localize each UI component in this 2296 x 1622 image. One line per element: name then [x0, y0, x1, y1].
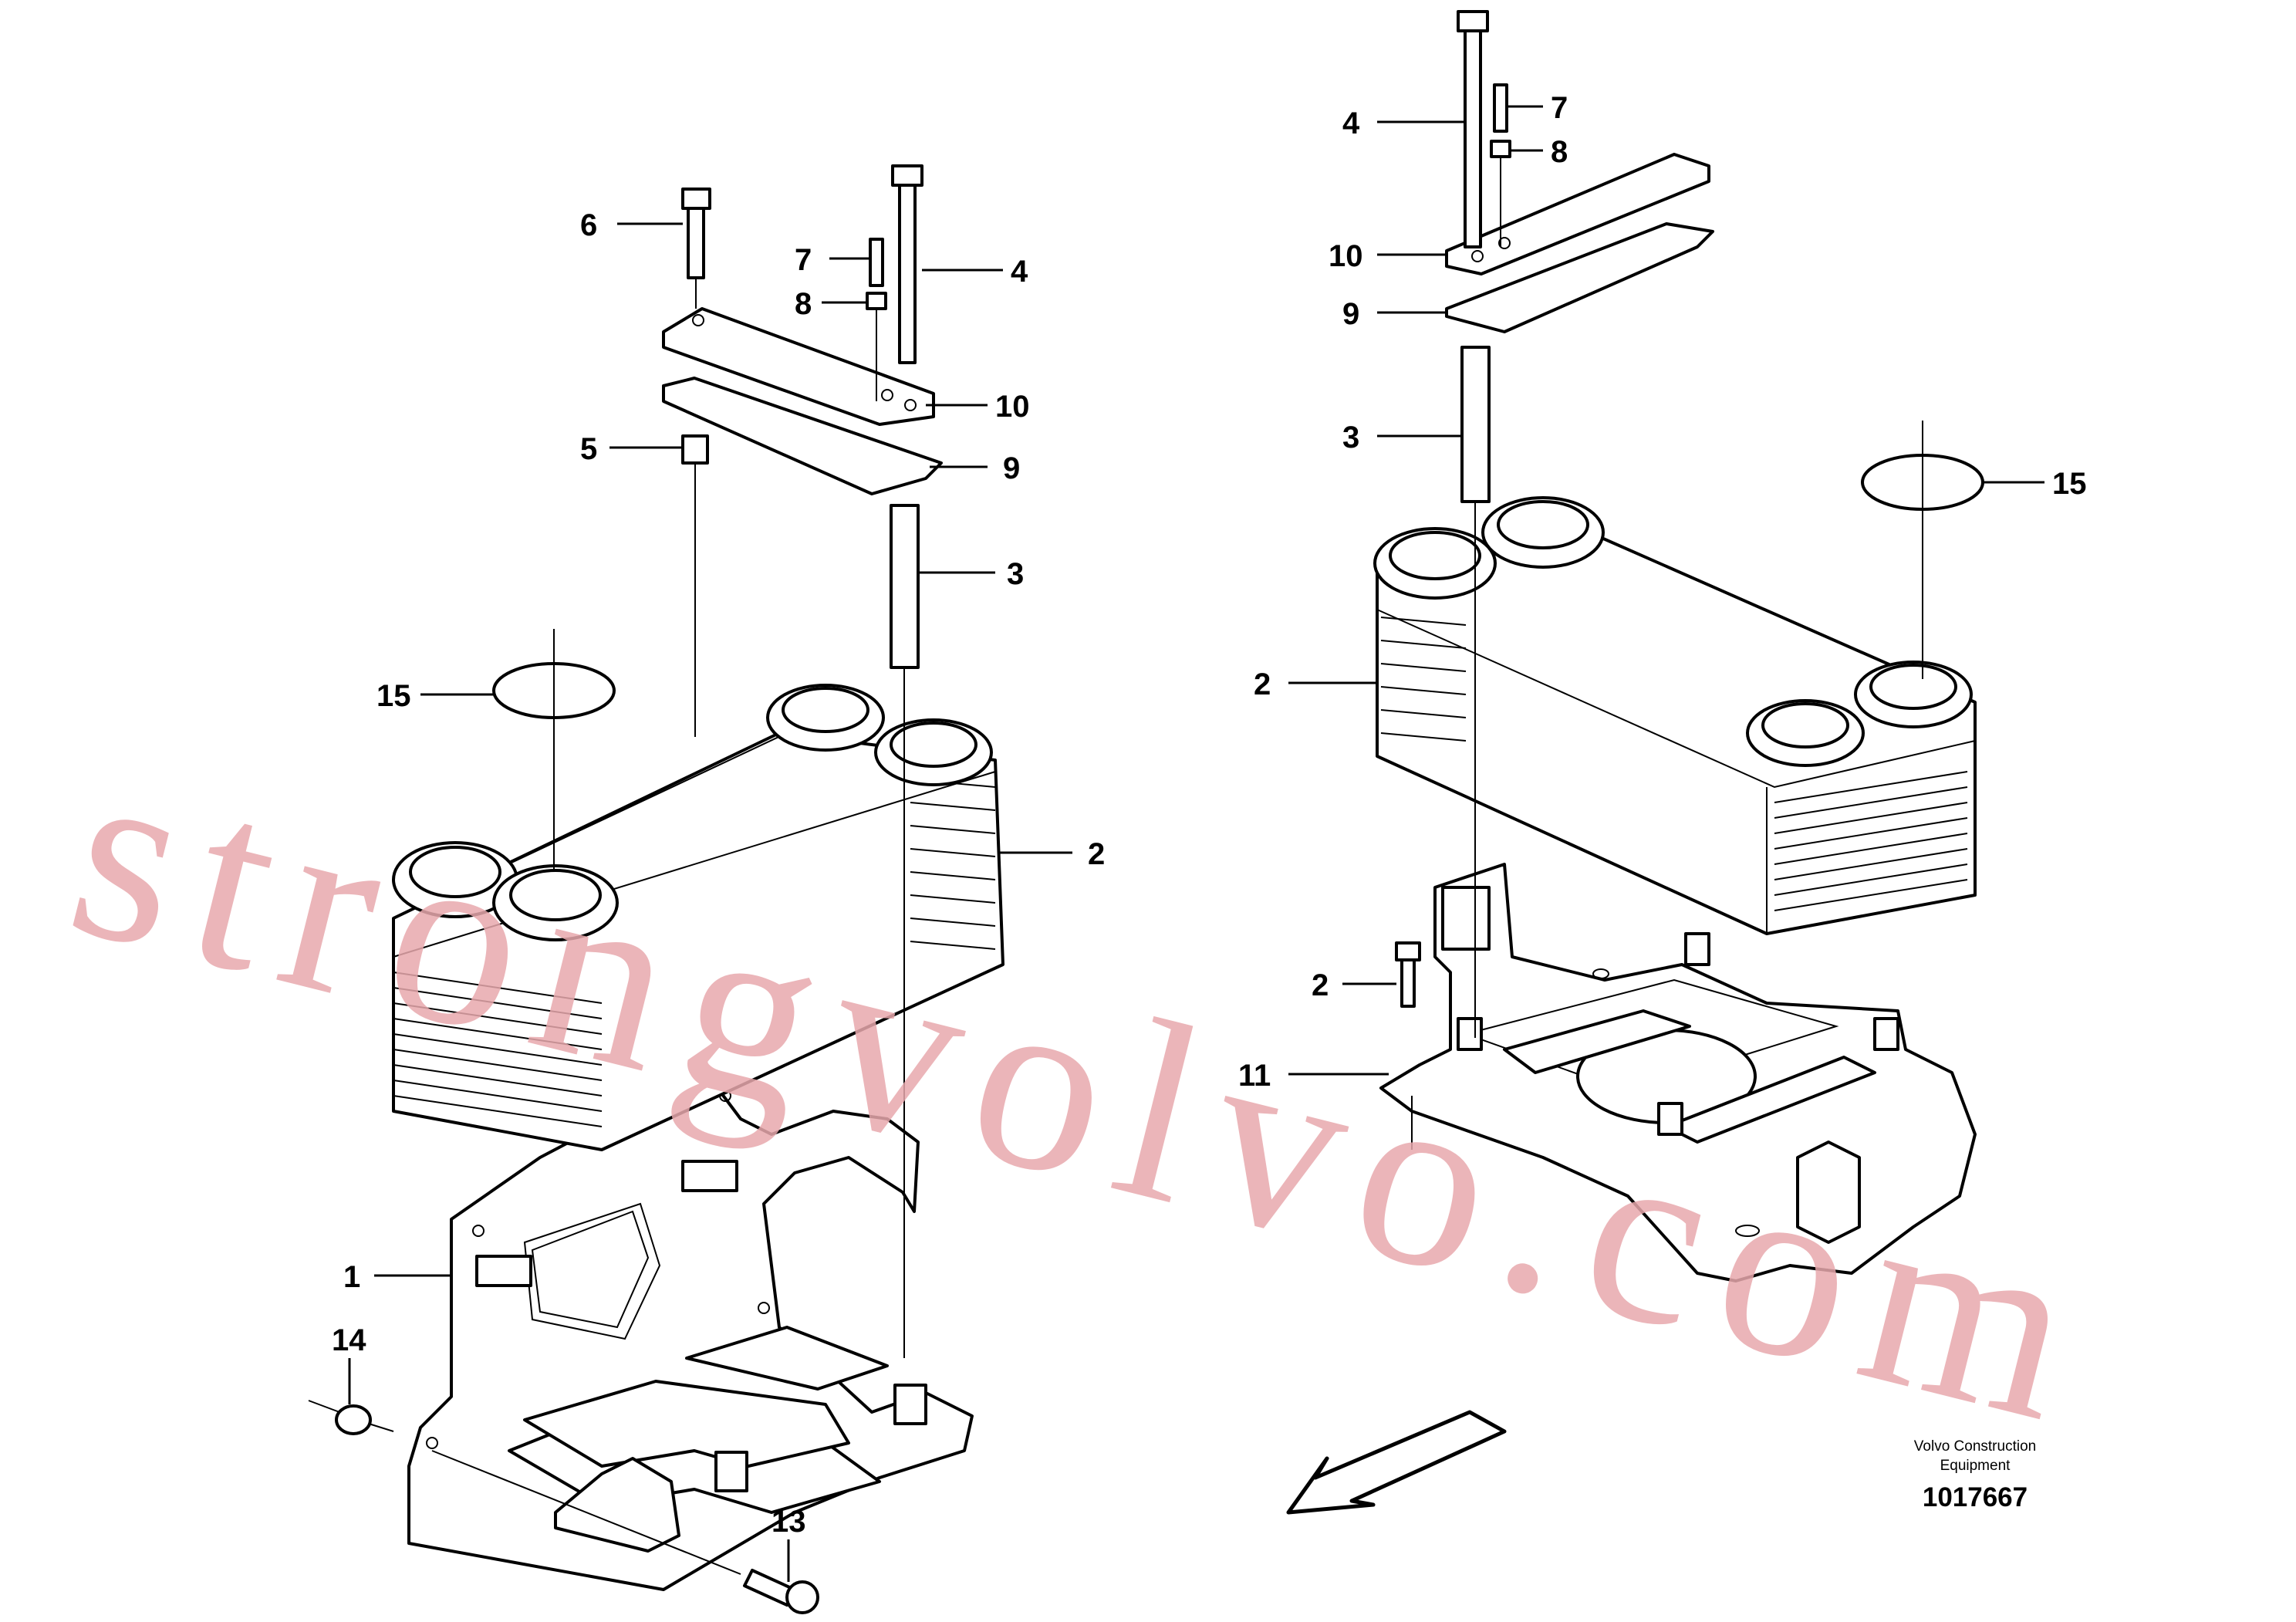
label-14: 14 — [332, 1323, 366, 1357]
label-4: 4 — [1342, 106, 1360, 140]
left-bracket — [407, 1079, 974, 1591]
label-6: 6 — [580, 208, 597, 242]
label-15: 15 — [376, 679, 411, 713]
label-3: 3 — [1007, 557, 1024, 591]
right-plates — [1445, 153, 1714, 333]
label-4: 4 — [1011, 255, 1028, 289]
left-bolt-13 — [431, 1450, 819, 1614]
label-10: 10 — [1329, 239, 1363, 273]
left-plates — [662, 307, 943, 495]
label-10: 10 — [995, 390, 1030, 424]
label-9: 9 — [1003, 451, 1020, 485]
left-spacer-5 — [681, 434, 709, 465]
label-8: 8 — [795, 287, 812, 321]
drawing-number: 1017667 — [1923, 1482, 2028, 1512]
arrow-left-down-icon — [1286, 1410, 1507, 1515]
label-8: 8 — [1551, 135, 1568, 169]
label-3: 3 — [1342, 421, 1359, 454]
left-spacer-14 — [308, 1400, 394, 1435]
label-15: 15 — [2052, 467, 2087, 501]
right-sleeve-3 — [1460, 346, 1491, 503]
label-2: 2 — [1254, 667, 1271, 701]
right-bracket — [1379, 863, 1977, 1282]
brand-line-1: Volvo Construction — [1914, 1438, 2036, 1455]
label-2: 2 — [1312, 968, 1329, 1002]
brand-line-2: Equipment — [1940, 1458, 2011, 1474]
left-bolt-6 — [681, 188, 711, 309]
left-sleeve-3 — [890, 504, 920, 669]
label-1: 1 — [343, 1260, 360, 1294]
label-11: 11 — [1238, 1059, 1271, 1093]
right-stud-7-nut-8 — [1490, 83, 1511, 247]
label-13: 13 — [772, 1505, 806, 1539]
label-5: 5 — [580, 432, 597, 466]
right-heat-exchanger — [1373, 496, 1977, 935]
left-stud-7-nut-8 — [866, 238, 887, 401]
label-7: 7 — [795, 243, 812, 277]
left-bolt-4 — [891, 164, 923, 364]
right-bolt-2 — [1395, 941, 1421, 1008]
label-7: 7 — [1551, 91, 1568, 125]
right-assembly: 4 7 8 10 9 3 15 2 2 11 — [1238, 10, 2087, 1282]
label-9: 9 — [1342, 297, 1359, 331]
label-2: 2 — [1088, 837, 1105, 871]
right-bolt-4 — [1457, 10, 1489, 248]
left-assembly: 6 7 8 4 10 9 5 3 15 2 1 14 13 — [308, 164, 1105, 1614]
